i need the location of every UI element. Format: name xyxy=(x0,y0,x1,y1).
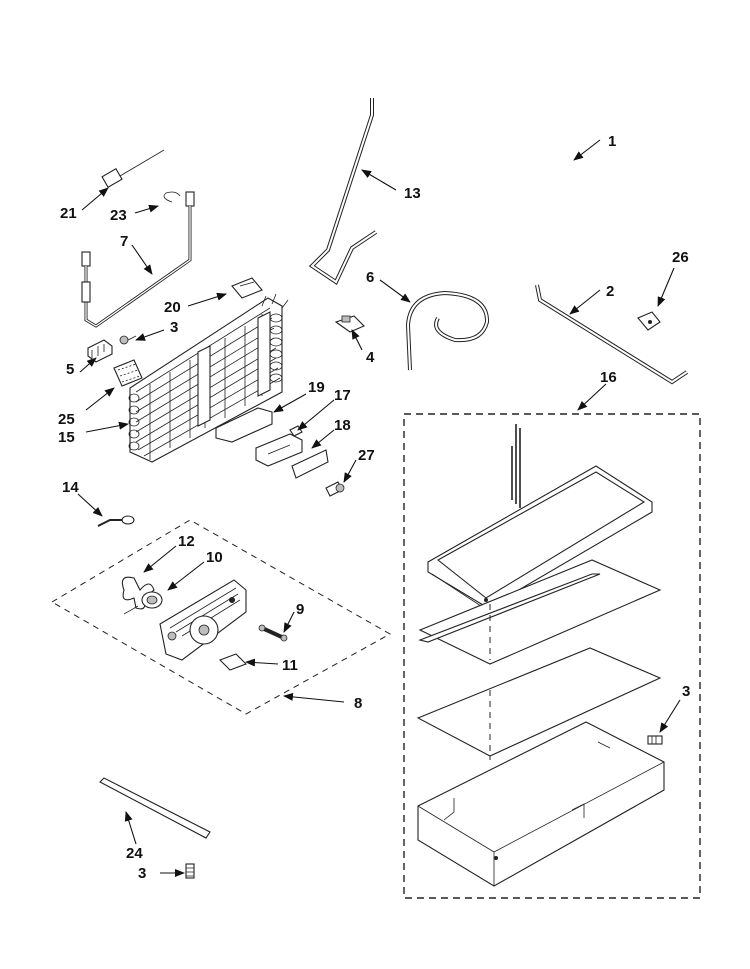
part-20-pad xyxy=(231,277,263,299)
part-15-evaporator xyxy=(128,293,289,463)
callout-6: 6 xyxy=(366,269,374,286)
callout-21: 21 xyxy=(60,205,77,222)
callout-25: 25 xyxy=(58,411,75,428)
callout-2: 2 xyxy=(606,283,614,300)
callout-8: 8 xyxy=(354,695,362,712)
callout-18: 18 xyxy=(334,417,351,434)
part-19-cover xyxy=(215,407,273,443)
part-4-bracket xyxy=(334,315,365,333)
part-25-pad xyxy=(113,359,143,387)
part-16-assembly-outline xyxy=(403,413,701,899)
part-3-screw-left xyxy=(119,335,137,345)
part-16-pan xyxy=(417,721,665,887)
part-16-panels xyxy=(416,559,662,757)
callout-24: 24 xyxy=(126,845,143,862)
callout-26: 26 xyxy=(672,249,689,266)
part-27-screw xyxy=(325,481,345,497)
part-17-box xyxy=(255,425,303,467)
part-13-rod xyxy=(308,98,378,285)
callout-17: 17 xyxy=(334,387,351,404)
callout-4: 4 xyxy=(366,349,375,366)
callout-19: 19 xyxy=(308,379,325,396)
part-3-screw-right xyxy=(647,735,663,745)
callout-11: 11 xyxy=(282,657,298,674)
callout-13: 13 xyxy=(404,185,421,202)
part-21-connector xyxy=(101,149,165,188)
part-14-sensor xyxy=(97,515,135,527)
part-11-clip xyxy=(219,653,247,671)
callout-20: 20 xyxy=(164,299,181,316)
part-26-clip xyxy=(637,311,661,331)
part-18-plate xyxy=(291,449,329,479)
part-23-clip xyxy=(163,191,181,203)
callout-27: 27 xyxy=(358,447,375,464)
callout-16: 16 xyxy=(600,369,617,386)
callout-14: 14 xyxy=(62,479,79,496)
part-fan-housing xyxy=(159,579,247,661)
part-8-assembly-outline xyxy=(51,519,392,715)
callout-3-right: 3 xyxy=(682,683,690,700)
callout-leaders xyxy=(77,139,681,877)
part-24-strip xyxy=(99,777,211,839)
callout-12: 12 xyxy=(178,533,195,550)
part-1-tube xyxy=(477,116,651,290)
callout-23: 23 xyxy=(110,207,127,224)
part-10-motor xyxy=(141,591,163,609)
callout-labels: 1 2 26 13 6 4 16 21 23 7 20 3 5 25 15 19… xyxy=(58,133,690,882)
part-2-tube xyxy=(535,284,689,385)
callout-7: 7 xyxy=(120,233,128,250)
part-7-harness xyxy=(81,191,195,328)
callout-3-left: 3 xyxy=(170,319,178,336)
part-16-rods xyxy=(511,424,521,508)
callout-1: 1 xyxy=(608,133,616,150)
callout-15: 15 xyxy=(58,429,75,446)
part-9-bracket xyxy=(258,624,288,642)
part-5-bracket xyxy=(87,339,113,363)
part-3-screw-bottom xyxy=(185,863,195,879)
callout-5: 5 xyxy=(66,361,74,378)
callout-10: 10 xyxy=(206,549,223,566)
callout-3-bottom: 3 xyxy=(138,865,146,882)
callout-9: 9 xyxy=(296,601,304,618)
part-6-coil xyxy=(405,290,490,371)
